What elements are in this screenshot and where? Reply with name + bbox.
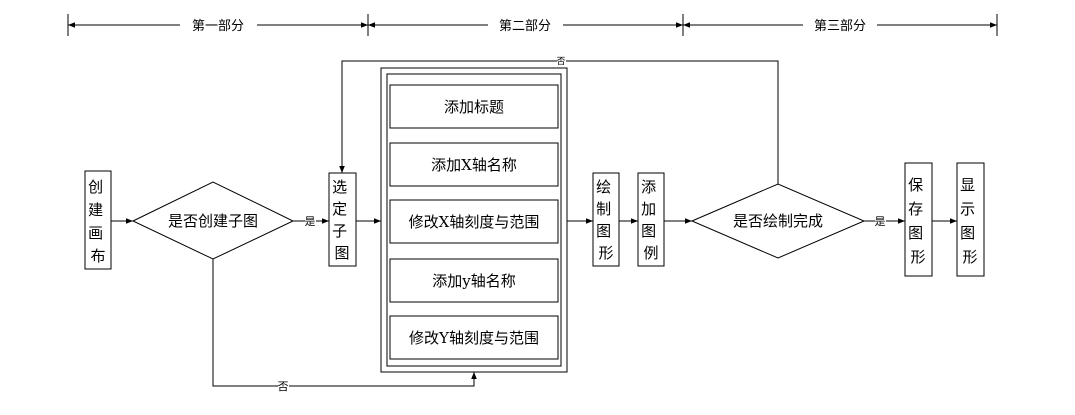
draw-figure-node: 绘 制 图 形: [592, 172, 620, 267]
step-add-ylabel-label: 添加y轴名称: [432, 272, 515, 290]
create-canvas-node: 创 建 画 布: [84, 170, 112, 270]
step-add-title-label: 添加标题: [444, 98, 504, 116]
edge-done-no-b: [339, 60, 557, 173]
config-group: 添加标题 添加X轴名称 修改X轴刻度与范围 添加y轴名称 修改Y轴刻度与范围: [380, 67, 568, 373]
section-header: [67, 14, 998, 36]
step-add-xlabel: 添加X轴名称: [389, 142, 559, 187]
save-figure-text: 保 存 图 形: [908, 176, 928, 266]
add-legend-text: 添 加 图 例: [641, 178, 661, 262]
select-subplot-text: 选 定 子 图: [332, 178, 352, 262]
section-label-1: 第一部分: [192, 19, 244, 34]
connectors: [111, 60, 957, 387]
step-add-title: 添加标题: [389, 84, 559, 129]
edge-label-yes-subplot: 是: [305, 215, 316, 228]
create-subplot-decision: 是否创建子图: [131, 181, 295, 260]
edge-label-no-done: 否: [556, 56, 565, 67]
create-canvas-text: 创 建 画 布: [88, 178, 108, 265]
draw-done-decision-label: 是否绘制完成: [733, 212, 823, 230]
step-modify-yticks-label: 修改Y轴刻度与范围: [409, 329, 539, 347]
step-add-xlabel-label: 添加X轴名称: [431, 156, 517, 174]
edge-label-yes-done: 是: [875, 215, 886, 228]
save-figure-node: 保 存 图 形: [904, 162, 933, 277]
step-modify-xticks-label: 修改X轴刻度与范围: [409, 213, 540, 231]
select-subplot-node: 选 定 子 图: [328, 172, 357, 267]
show-figure-node: 显 示 图 形: [956, 162, 985, 277]
edge-done-no-a: [566, 60, 779, 184]
edge-decision-no-b: [289, 372, 477, 387]
draw-done-decision: 是否绘制完成: [690, 183, 866, 259]
step-add-ylabel: 添加y轴名称: [389, 258, 559, 303]
create-subplot-decision-label: 是否创建子图: [168, 212, 258, 230]
step-modify-yticks: 修改Y轴刻度与范围: [389, 315, 559, 360]
step-modify-xticks: 修改X轴刻度与范围: [389, 199, 559, 244]
draw-figure-text: 绘 制 图 形: [596, 178, 616, 262]
section-label-3: 第三部分: [814, 19, 866, 34]
add-legend-node: 添 加 图 例: [637, 172, 665, 267]
show-figure-text: 显 示 图 形: [960, 176, 980, 266]
section-label-2: 第二部分: [499, 19, 551, 34]
edge-label-no-subplot: 否: [278, 380, 289, 393]
edge-decision-no-a: [212, 259, 278, 387]
